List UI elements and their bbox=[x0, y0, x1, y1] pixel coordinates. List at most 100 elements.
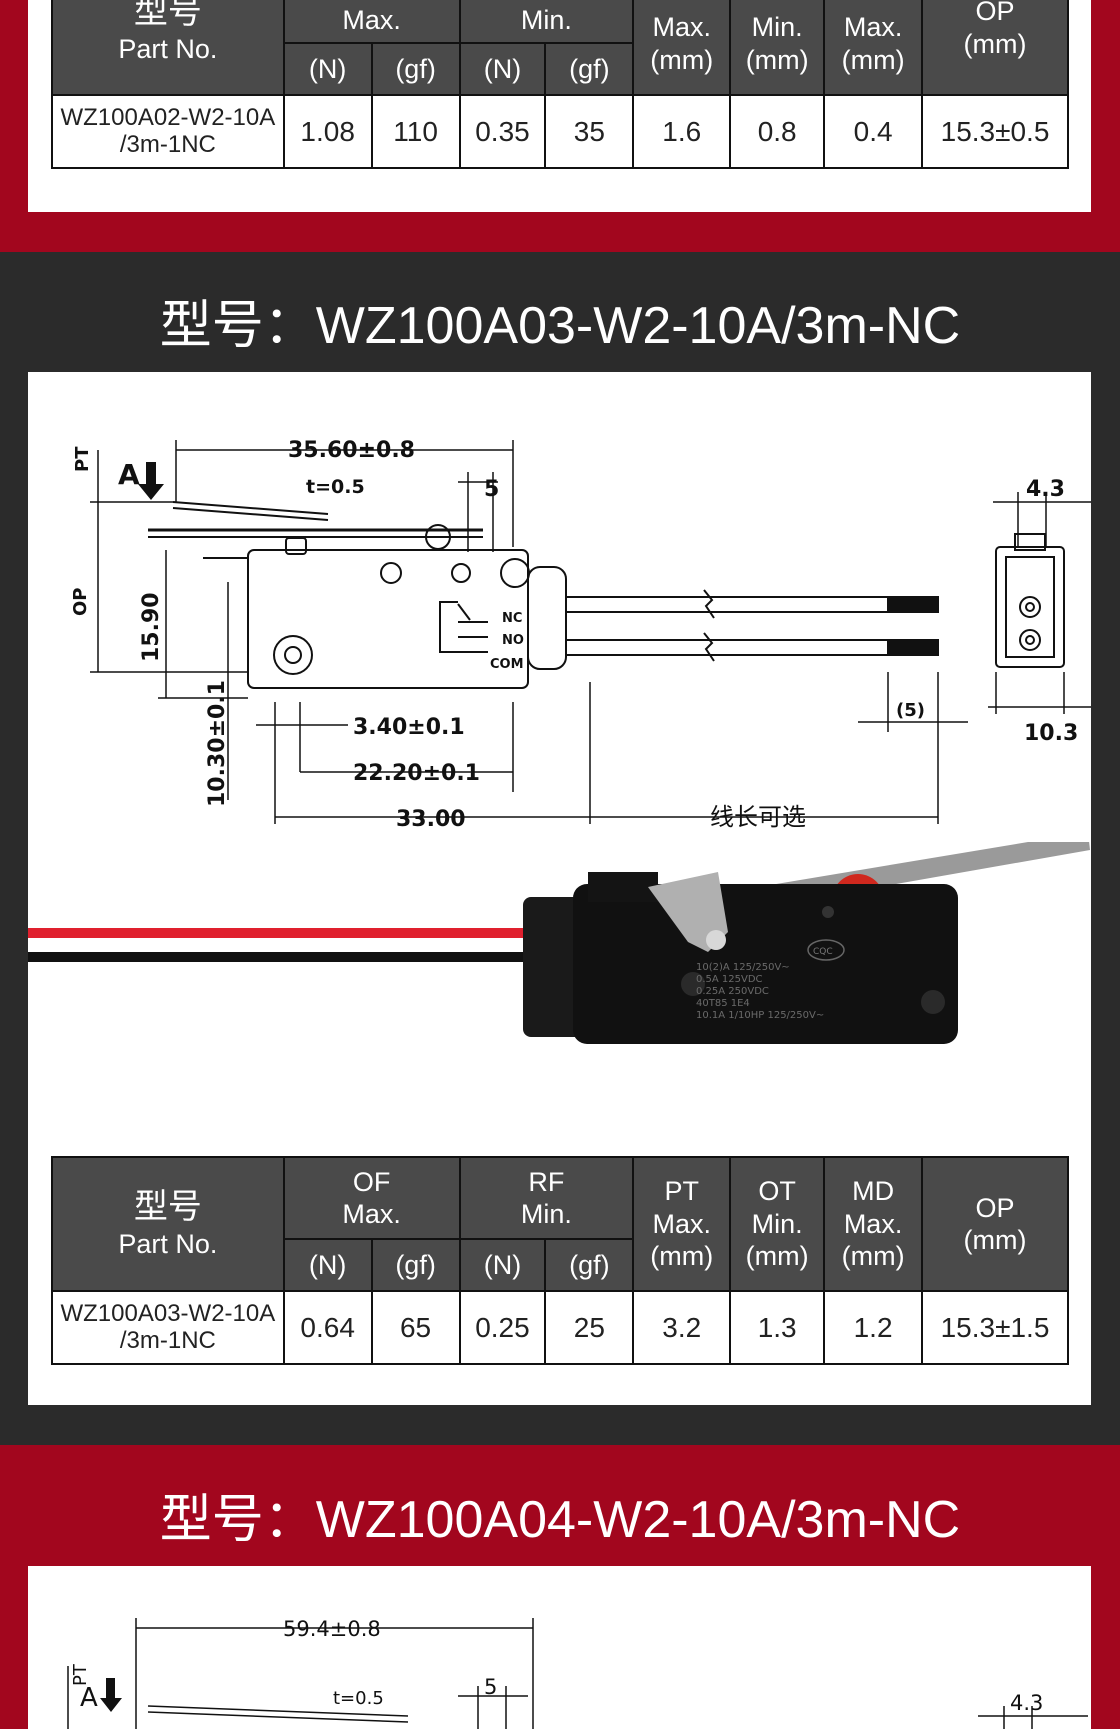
of-n-header: (N) bbox=[282, 1238, 373, 1292]
md-header: Max.(mm) bbox=[823, 0, 924, 96]
part-no-line2: /3m-1NC bbox=[119, 130, 216, 158]
dim-5b: (5) bbox=[896, 700, 925, 721]
of-gf-cell: 65 bbox=[370, 1290, 461, 1365]
of-gf-header: (gf) bbox=[370, 42, 461, 96]
ot-header-l0: OT bbox=[758, 1176, 796, 1207]
part-no-header: 型号 Part No. bbox=[51, 1156, 285, 1292]
a03-technical-drawing: 35.60±0.8 t=0.5 5 PT A OP 15.90 NC NO CO… bbox=[70, 438, 1091, 832]
a03-title: 型号：WZ100A03-W2-10A/3m-NC bbox=[159, 297, 961, 355]
op-label: OP bbox=[70, 588, 91, 617]
pt-cell: 1.6 bbox=[632, 94, 732, 169]
ot-header-l2: (mm) bbox=[745, 1241, 809, 1272]
print-line-1: 10(2)A 125/250V~ bbox=[696, 962, 790, 973]
ot-header-l1: Min. bbox=[751, 1208, 803, 1239]
part-no-line1: WZ100A02-W2-10A bbox=[60, 104, 276, 132]
a04-pt-label: PT bbox=[70, 1663, 91, 1686]
dim-1030: 10.30±0.1 bbox=[205, 680, 230, 807]
rf-n-header: (N) bbox=[458, 1238, 547, 1292]
a04-title: 型号：WZ100A04-W2-10A/3m-NC bbox=[159, 1491, 961, 1549]
dim-103: 10.3 bbox=[1024, 721, 1078, 746]
pt-cell: 3.2 bbox=[632, 1290, 732, 1365]
op-header-l1: OP bbox=[975, 1192, 1015, 1223]
part-no-en: Part No. bbox=[118, 1229, 218, 1260]
dim-33: 33.00 bbox=[396, 807, 466, 832]
rf-n-cell: 0.35 bbox=[458, 94, 547, 169]
product-photo: CQC 10(2)A 125/250V~ 0.5A 125VDC 0.25A 2… bbox=[28, 842, 1090, 1044]
pt-header-l2: (mm) bbox=[650, 44, 714, 75]
of-header-l1: OF bbox=[352, 1166, 391, 1197]
top-card: 型号 Part No. Max. Min. Max.(mm) Min.(mm) … bbox=[28, 0, 1091, 212]
pt-label: PT bbox=[72, 446, 93, 472]
a04-technical-drawing: 59.4±0.8 t=0.5 5 PT A 4.3 bbox=[67, 1617, 1088, 1729]
op-header-l2: (mm) bbox=[963, 1225, 1027, 1255]
pt-header: Max.(mm) bbox=[632, 0, 732, 96]
of-gf-cell: 110 bbox=[370, 94, 461, 169]
print-line-3: 0.25A 250VDC bbox=[696, 986, 769, 997]
print-line-2: 0.5A 125VDC bbox=[696, 974, 763, 985]
md-header-l1: Max. bbox=[843, 1208, 903, 1239]
op-cell: 15.3±0.5 bbox=[921, 94, 1069, 169]
com-label: COM bbox=[490, 657, 524, 672]
md-cell: 0.4 bbox=[823, 94, 924, 169]
part-no-header: 型号 Part No. bbox=[51, 0, 285, 96]
part-no-cell: WZ100A02-W2-10A/3m-1NC bbox=[51, 94, 285, 169]
dim-340: 3.40±0.1 bbox=[353, 715, 465, 740]
part-no-cn: 型号 bbox=[133, 1188, 202, 1227]
rf-n-header: (N) bbox=[458, 42, 547, 96]
print-line-4: 40T85 1E4 bbox=[696, 998, 750, 1009]
pt-header-l2: (mm) bbox=[650, 1241, 714, 1272]
rf-gf-header: (gf) bbox=[544, 1238, 635, 1292]
part-no-cn: 型号 bbox=[133, 0, 202, 32]
part-no-en: Part No. bbox=[118, 34, 218, 65]
pt-header-l1: Max. bbox=[652, 1208, 711, 1239]
ot-header-l2: (mm) bbox=[745, 44, 809, 75]
md-header-l2: (mm) bbox=[841, 44, 905, 75]
a04-dim-43: 4.3 bbox=[1010, 1691, 1043, 1715]
wire-length-label: 线长可选 bbox=[710, 803, 806, 831]
rf-gf-header: (gf) bbox=[544, 42, 635, 96]
cqc-mark: CQC bbox=[813, 947, 833, 957]
a03-card: 35.60±0.8 t=0.5 5 PT A OP 15.90 NC NO CO… bbox=[28, 372, 1091, 1405]
md-header-l0: MD bbox=[852, 1176, 895, 1207]
op-header-l1: OP bbox=[975, 0, 1015, 27]
rf-header-l2: Min. bbox=[520, 1199, 572, 1229]
dim-5: 5 bbox=[484, 477, 499, 502]
ot-cell: 0.8 bbox=[729, 94, 826, 169]
of-n-cell: 1.08 bbox=[282, 94, 373, 169]
op-header: OP(mm) bbox=[921, 0, 1069, 96]
ot-header-l1: Min. bbox=[751, 12, 803, 43]
a04-card: 59.4±0.8 t=0.5 5 PT A 4.3 bbox=[28, 1566, 1091, 1729]
spec-table-a02: 型号 Part No. Max. Min. Max.(mm) Min.(mm) … bbox=[51, 0, 1069, 169]
dim-1590: 15.90 bbox=[139, 592, 164, 662]
part-no-line2: /3m-1NC bbox=[119, 1326, 216, 1354]
of-gf-header: (gf) bbox=[370, 1238, 461, 1292]
rf-gf-cell: 35 bbox=[544, 94, 635, 169]
a04-a-label: A bbox=[80, 1683, 98, 1713]
part-no-cell: WZ100A03-W2-10A/3m-1NC bbox=[51, 1290, 285, 1365]
dim-43: 4.3 bbox=[1026, 477, 1065, 502]
pt-header-l1: Max. bbox=[652, 12, 712, 43]
a04-dim-5: 5 bbox=[484, 1675, 497, 1699]
part-no-line1: WZ100A03-W2-10A bbox=[60, 1300, 276, 1328]
a-label: A bbox=[118, 458, 140, 491]
rf-gf-cell: 25 bbox=[544, 1290, 635, 1365]
ot-header: Min.(mm) bbox=[729, 0, 826, 96]
a04-dim-length: 59.4±0.8 bbox=[283, 1617, 381, 1641]
a04-dim-thickness: t=0.5 bbox=[333, 1688, 384, 1709]
of-header-l2: Max. bbox=[342, 1199, 401, 1229]
of-header: Max. bbox=[282, 0, 461, 44]
dim-length: 35.60±0.8 bbox=[288, 438, 415, 463]
op-header-l2: (mm) bbox=[963, 28, 1027, 59]
print-line-5: 10.1A 1/10HP 125/250V~ bbox=[696, 1010, 824, 1021]
op-cell: 15.3±1.5 bbox=[921, 1290, 1069, 1365]
rf-header-l1: RF bbox=[528, 1166, 565, 1197]
op-header: OP(mm) bbox=[921, 1156, 1069, 1292]
of-n-header: (N) bbox=[282, 42, 373, 96]
dim-2220: 22.20±0.1 bbox=[353, 761, 480, 786]
ot-cell: 1.3 bbox=[729, 1290, 826, 1365]
